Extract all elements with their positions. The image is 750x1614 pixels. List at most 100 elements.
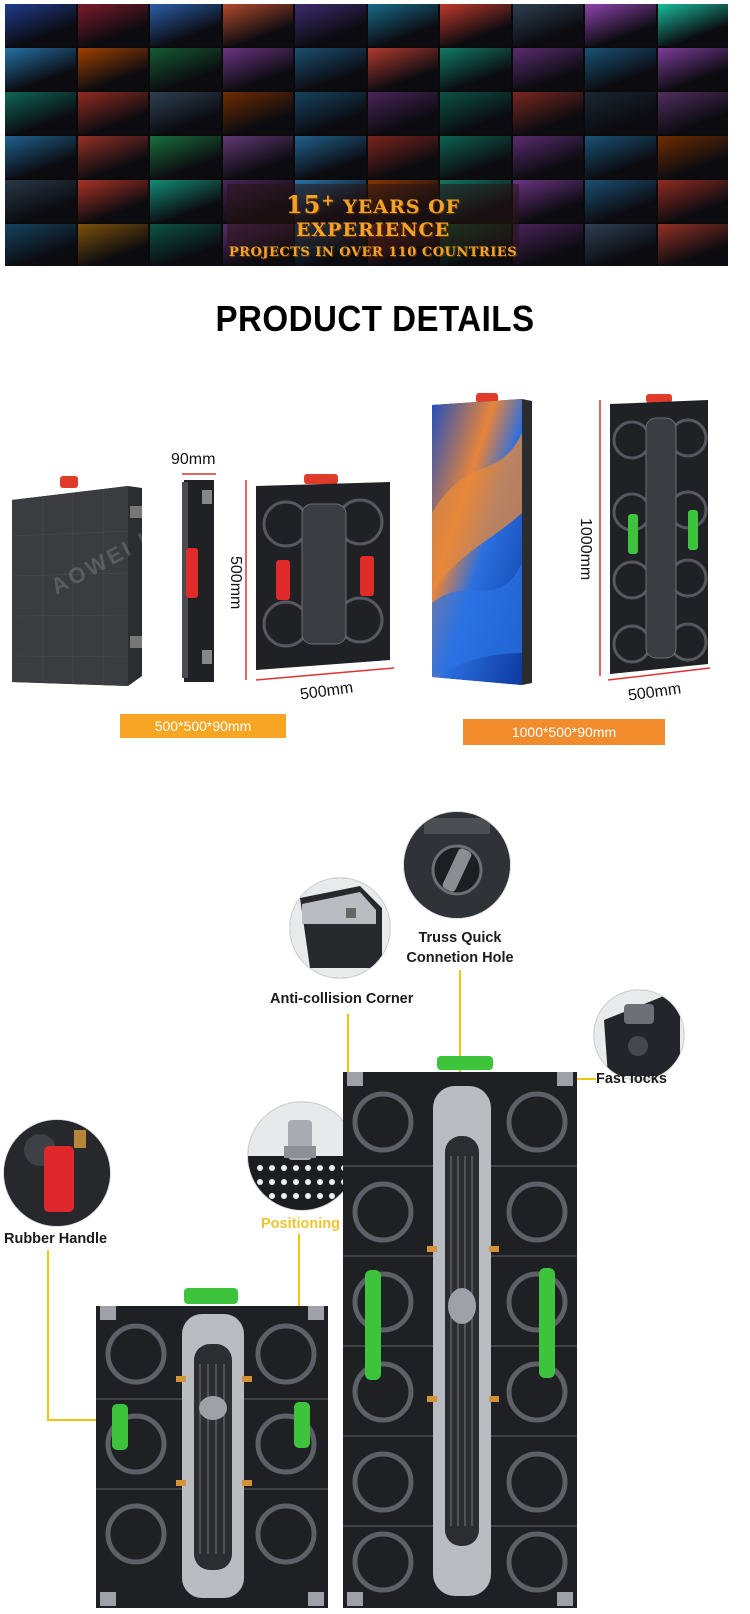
project-photo-tile bbox=[295, 4, 366, 46]
back-handle-right bbox=[360, 556, 374, 596]
large-handle-left bbox=[365, 1270, 381, 1380]
truss-line-2: Connetion Hole bbox=[406, 950, 514, 966]
truss-line-1: Truss Quick bbox=[418, 930, 502, 946]
project-photo-tile bbox=[512, 92, 583, 134]
years-plus: + bbox=[321, 190, 336, 210]
project-photo-tile bbox=[77, 48, 148, 90]
project-photo-tile bbox=[5, 48, 76, 90]
project-photo-tile bbox=[295, 92, 366, 134]
project-photo-tile bbox=[222, 136, 293, 178]
project-photo-tile bbox=[657, 92, 728, 134]
project-photo-tile bbox=[77, 224, 148, 266]
project-photo-tile bbox=[5, 180, 76, 222]
project-photo-tile bbox=[5, 4, 76, 46]
side-handle bbox=[186, 548, 198, 598]
small-cabinet-feature-view bbox=[96, 1288, 328, 1608]
project-photo-tile bbox=[150, 136, 221, 178]
small-cabinet-side bbox=[182, 473, 216, 682]
project-photo-tile bbox=[222, 92, 293, 134]
badge-small-size: 500*500*90mm bbox=[120, 714, 286, 738]
anti-collision-label: Anti-collision Corner bbox=[270, 991, 414, 1007]
project-photo-tile bbox=[440, 4, 511, 46]
experience-title: 15+ YEARS OF EXPERIENCE bbox=[227, 190, 519, 241]
project-photo-tile bbox=[657, 136, 728, 178]
positioning-pin-closeup bbox=[248, 1102, 356, 1210]
project-photo-tile bbox=[150, 92, 221, 134]
small-cabinet-front bbox=[11, 476, 142, 686]
project-photo-tile bbox=[512, 48, 583, 90]
large-back-handle-left bbox=[628, 514, 638, 554]
section-headline: PRODUCT DETAILS bbox=[215, 298, 535, 339]
small-handle-right bbox=[294, 1402, 310, 1448]
large-cabinet-feature-view bbox=[343, 1056, 577, 1608]
depth-label: 90mm bbox=[171, 451, 216, 468]
project-photo-tile bbox=[367, 92, 438, 134]
project-photo-tile bbox=[512, 136, 583, 178]
project-photo-tile bbox=[657, 4, 728, 46]
fast-locks-label: Fast locks bbox=[596, 1071, 667, 1087]
project-photo-tile bbox=[657, 180, 728, 222]
project-photo-tile bbox=[295, 136, 366, 178]
project-photo-tile bbox=[657, 224, 728, 266]
rubber-handle-closeup bbox=[4, 1120, 110, 1226]
large-cabinet-back bbox=[599, 394, 711, 681]
small-handle-left bbox=[112, 1404, 128, 1450]
project-photo-tile bbox=[77, 136, 148, 178]
positioning-pin-label: Positioning Pin bbox=[261, 1216, 367, 1232]
project-photo-tile bbox=[5, 92, 76, 134]
truss-hole-label: Truss Quick Connetion Hole bbox=[398, 928, 522, 968]
project-photo-tile bbox=[150, 180, 221, 222]
back-handle-left bbox=[276, 560, 290, 600]
badge-large-size: 1000*500*90mm bbox=[463, 719, 665, 745]
project-photo-tile bbox=[440, 48, 511, 90]
fast-locks-closeup bbox=[594, 990, 684, 1080]
positioning-pin-leader bbox=[298, 1234, 300, 1308]
project-photo-tile bbox=[512, 180, 583, 222]
project-photo-tile bbox=[585, 92, 656, 134]
projects-banner: 15+ YEARS OF EXPERIENCE PROJECTS IN OVER… bbox=[5, 4, 728, 266]
project-photo-tile bbox=[585, 224, 656, 266]
rubber-handle-leader-v bbox=[47, 1250, 49, 1420]
small-height-label: 500mm bbox=[227, 556, 244, 610]
project-photo-tile bbox=[367, 4, 438, 46]
countries-text: PROJECTS IN OVER 110 COUNTRIES bbox=[228, 245, 518, 260]
anti-collision-corner-closeup bbox=[290, 878, 390, 978]
rubber-handle-leader-h bbox=[47, 1419, 119, 1421]
large-handle-right bbox=[539, 1268, 555, 1378]
project-photo-tile bbox=[512, 4, 583, 46]
project-photo-tile bbox=[5, 136, 76, 178]
project-photo-tile bbox=[77, 92, 148, 134]
project-photo-tile bbox=[77, 180, 148, 222]
experience-overlay: 15+ YEARS OF EXPERIENCE PROJECTS IN OVER… bbox=[227, 184, 519, 260]
anti-collision-leader bbox=[347, 1014, 349, 1080]
project-photo-tile bbox=[150, 4, 221, 46]
years-number: 15 bbox=[285, 190, 322, 219]
project-photo-tile bbox=[512, 224, 583, 266]
large-height-label: 1000mm bbox=[577, 518, 594, 581]
handle-top bbox=[60, 476, 78, 488]
project-photo-tile bbox=[222, 4, 293, 46]
large-cabinet-front bbox=[432, 393, 532, 685]
project-photo-tile bbox=[150, 224, 221, 266]
large-back-handle-right bbox=[688, 510, 698, 550]
project-photo-tile bbox=[440, 136, 511, 178]
small-cabinet-back bbox=[245, 474, 395, 681]
project-photo-tile bbox=[5, 224, 76, 266]
project-photo-tile bbox=[77, 4, 148, 46]
project-photo-tile bbox=[222, 48, 293, 90]
project-photo-tile bbox=[295, 48, 366, 90]
project-photo-tile bbox=[585, 180, 656, 222]
years-text: YEARS OF EXPERIENCE bbox=[295, 196, 461, 241]
truss-leader bbox=[459, 970, 461, 1088]
project-photo-tile bbox=[585, 136, 656, 178]
project-photo-tile bbox=[367, 48, 438, 90]
project-photo-tile bbox=[150, 48, 221, 90]
top-handle-green bbox=[184, 1288, 238, 1304]
large-top-handle-green bbox=[437, 1056, 493, 1070]
project-photo-tile bbox=[585, 48, 656, 90]
project-photo-tile bbox=[585, 4, 656, 46]
truss-hole-closeup bbox=[404, 812, 510, 918]
project-photo-tile bbox=[657, 48, 728, 90]
rubber-handle-label: Rubber Handle bbox=[4, 1231, 108, 1247]
project-photo-tile bbox=[367, 136, 438, 178]
